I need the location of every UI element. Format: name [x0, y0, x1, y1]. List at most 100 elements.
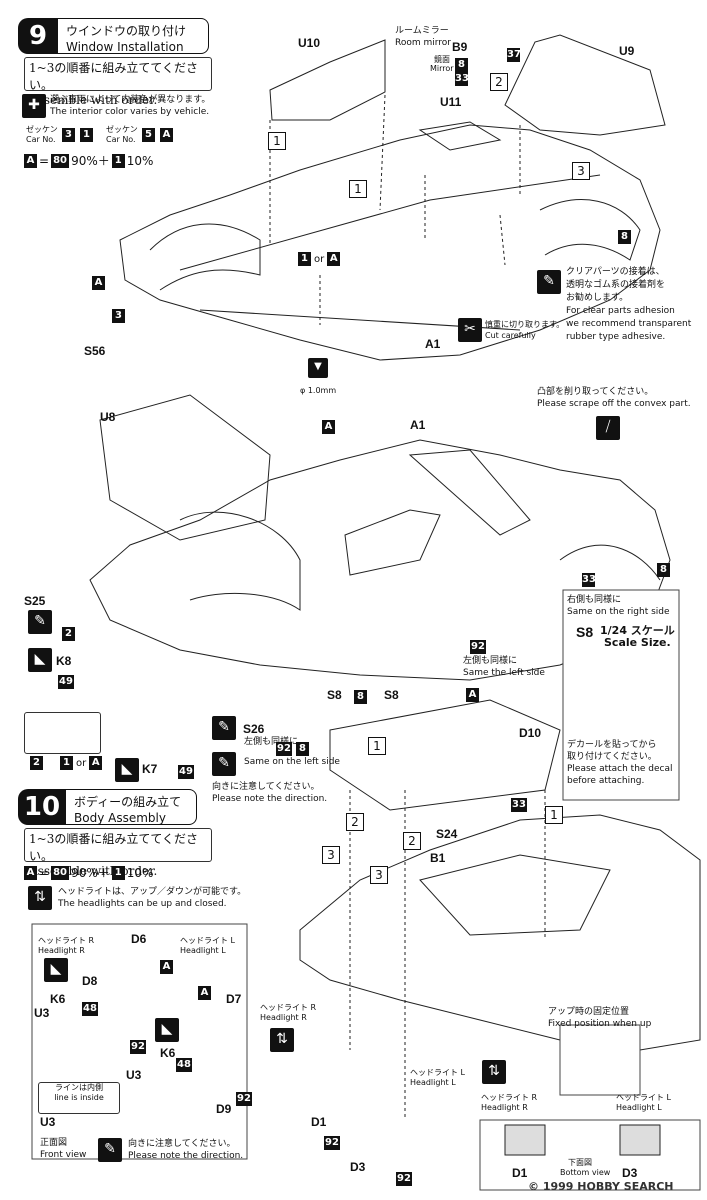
- order-note-en: Assemble with order.: [29, 93, 158, 107]
- paint-49-badge-b: 49: [178, 765, 194, 779]
- hl-l-en-c: Headlight L: [616, 1103, 662, 1112]
- color-a-badge-10: A: [24, 865, 37, 880]
- order-1-box: 1: [268, 132, 286, 150]
- left2-jp: 左側も同様に: [244, 737, 299, 747]
- d10-hood: [329, 699, 561, 811]
- scrape-note-en: Please scrape off the convex part.: [537, 399, 691, 409]
- color-90: 90%＋: [71, 154, 110, 168]
- paint-37-badge: 37: [507, 48, 521, 62]
- scale-en: Scale Size.: [604, 636, 671, 649]
- label-d9: D9: [216, 1102, 232, 1116]
- paint-2-badge-b: 2: [30, 756, 43, 770]
- decal-icon-c: ◣: [44, 958, 68, 982]
- clear-note-en-1: For clear parts adhesion: [566, 306, 675, 316]
- order-2-box-c: 2: [403, 832, 421, 850]
- side-window: [344, 509, 441, 576]
- scrape-icon: ⧸: [596, 416, 620, 440]
- body-assembly-outline: [89, 439, 671, 681]
- label-d7: D7: [226, 992, 242, 1006]
- front-body-outline: [299, 814, 701, 1051]
- or-text-b: or: [76, 757, 87, 769]
- order-2-box-b: 2: [346, 813, 364, 831]
- label-u9: U9: [619, 44, 635, 58]
- label-s26: S26: [243, 722, 265, 736]
- hl-l-jp: ヘッドライト L: [180, 936, 235, 945]
- glue-icon: ✎: [537, 270, 561, 294]
- u8-window: [99, 394, 271, 541]
- room-mirror-jp: ルームミラー: [395, 26, 449, 36]
- paint-8-badge-d: 8: [296, 742, 309, 756]
- label-k7: K7: [142, 762, 158, 776]
- paint-92-badge-c: 92: [130, 1040, 146, 1054]
- label-u3-c: U3: [40, 1115, 56, 1129]
- paint-3-badge: 3: [112, 309, 125, 323]
- paint-a-badge-c: A: [322, 420, 335, 434]
- hl-r-en: Headlight R: [38, 946, 85, 955]
- paint-48-badge: 48: [82, 1002, 98, 1016]
- order-2-box: 2: [490, 73, 508, 91]
- label-d1: D1: [311, 1115, 327, 1129]
- order-1-box-c: 1: [368, 737, 386, 755]
- car-no-label-2: Car No.: [106, 135, 136, 144]
- mirror-jp: 鏡面: [434, 55, 450, 64]
- direction-icon: ✎: [212, 752, 236, 776]
- hl-r-jp: ヘッドライト R: [38, 936, 95, 945]
- clear-note-jp-3: お勧めします。: [566, 293, 629, 303]
- paint-92-badge-b: 92: [276, 742, 292, 756]
- bottom-view-en: Bottom view: [560, 1168, 611, 1177]
- label-u3-b: U3: [126, 1068, 142, 1082]
- paint-1-badge-b: 1: [60, 756, 73, 770]
- bottom-view-jp: 下面図: [568, 1158, 592, 1167]
- left-same-jp: 左側も同様に: [463, 656, 518, 666]
- label-s24: S24: [436, 827, 458, 841]
- label-k8: K8: [56, 654, 72, 668]
- decal-note-en-2: before attaching.: [567, 776, 645, 786]
- drill-icon: ▼: [308, 358, 328, 378]
- label-u8: U8: [100, 410, 116, 424]
- paint-92-badge-e: 92: [324, 1136, 340, 1150]
- color-10: 10%: [126, 153, 154, 168]
- front-view-jp: 正面図: [40, 1138, 68, 1148]
- glue-icon-b: ✎: [28, 610, 52, 634]
- left2-en: Same on the left side: [244, 757, 340, 767]
- hl-l-jp-b: ヘッドライト L: [410, 1068, 465, 1077]
- part-2-1-or-a: 2 1 or A: [30, 756, 103, 770]
- left-same-en: Same the left side: [463, 668, 545, 678]
- paint-8-badge-e: 8: [354, 690, 367, 704]
- hl-r-jp-c: ヘッドライト R: [481, 1093, 538, 1102]
- step10-title-en: Body Assembly: [74, 811, 166, 825]
- label-s8-a: S8: [327, 688, 342, 702]
- headlight-note-jp: ヘッドライトは、アップ／ダウンが可能です。: [58, 887, 247, 897]
- paint-a-badge-b: A: [327, 252, 341, 266]
- right-same-en: Same on the right side: [567, 607, 670, 617]
- paint-33-badge: 33: [455, 72, 469, 86]
- paint-8-badge: 8: [455, 58, 468, 72]
- paint-2-badge: 2: [62, 627, 75, 641]
- paint-33-badge-b: 33: [582, 573, 596, 587]
- car-no-part-2: A: [160, 128, 173, 142]
- car-no-part-1: 1: [80, 128, 93, 142]
- clear-note-jp-2: 透明なゴム系の接着剤を: [566, 280, 666, 290]
- label-b9: B9: [452, 40, 468, 54]
- order-3-box-b: 3: [322, 846, 340, 864]
- decal-icon-d: ◣: [155, 1018, 179, 1042]
- hl-l-jp-c: ヘッドライト L: [616, 1093, 671, 1102]
- checker-icon: ✚: [22, 94, 46, 118]
- step-number-10: 10: [18, 789, 66, 825]
- color-1-badge: 1: [111, 153, 125, 168]
- label-k6: K6: [50, 992, 66, 1006]
- part-1-or-a: 1 or A: [298, 252, 341, 266]
- scrape-note-jp: 凸部を削り取ってください。: [537, 387, 654, 397]
- label-s56: S56: [84, 344, 106, 358]
- color-eq: =: [39, 153, 50, 168]
- label-d6: D6: [131, 932, 147, 946]
- color-90-10: 90%＋: [71, 866, 110, 880]
- room-mirror-en: Room mirror: [395, 38, 452, 48]
- interior-note-en: The interior color varies by vehicle.: [50, 107, 210, 117]
- glue-icon-c: ✎: [212, 716, 236, 740]
- paint-92-badge-d: 92: [236, 1092, 252, 1106]
- label-s25: S25: [24, 594, 46, 608]
- or-text: or: [314, 253, 325, 265]
- interior-note-jp: 選ぶ車両によって内装色が異なります。: [50, 95, 211, 105]
- label-d3-b: D3: [622, 1166, 638, 1180]
